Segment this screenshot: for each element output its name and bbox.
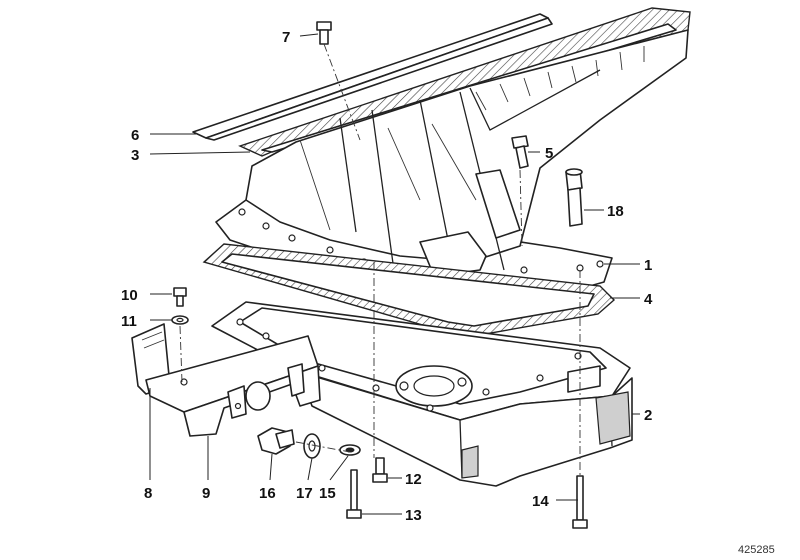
leader-lines: [149, 33, 640, 515]
callout-10: 10: [121, 287, 138, 304]
alignment-lines: [179, 43, 581, 476]
callout-7: 7: [282, 29, 290, 46]
callout-17: 17: [296, 485, 313, 502]
bolt-part-5: [511, 135, 529, 169]
callout-2: 2: [644, 407, 652, 424]
callout-8: 8: [144, 485, 152, 502]
callout-4: 4: [644, 291, 653, 308]
dipstick-guide-part-18: [565, 168, 583, 227]
callout-5: 5: [545, 145, 553, 162]
bolt-part-12: [372, 457, 388, 483]
callout-13: 13: [405, 507, 422, 524]
diagram-reference-number: 425285: [738, 544, 775, 556]
bolt-part-14: [572, 475, 588, 529]
callout-12: 12: [405, 471, 422, 488]
drain-plug-part-16: [257, 427, 295, 455]
callout-14: 14: [532, 493, 549, 510]
sealing-strip-part-6: [192, 13, 553, 141]
callout-labels: 7 6 3 5 18 1 4 2 10 11 8 9 16 17 15 12 1…: [121, 29, 653, 524]
callout-18: 18: [607, 203, 624, 220]
washer-part-11: [171, 315, 189, 325]
callout-16: 16: [259, 485, 276, 502]
callout-9: 9: [202, 485, 210, 502]
callout-6: 6: [131, 127, 139, 144]
bracket-part-9: [180, 363, 321, 437]
callout-11: 11: [121, 313, 137, 330]
bolt-part-10: [173, 287, 187, 307]
callout-1: 1: [644, 257, 652, 274]
callout-3: 3: [131, 147, 139, 164]
callout-15: 15: [319, 485, 336, 502]
washer-part-15: [339, 444, 361, 456]
lower-oil-pan-part-2: [211, 301, 633, 487]
bolt-part-7: [316, 21, 332, 45]
bolt-part-13: [346, 469, 362, 519]
